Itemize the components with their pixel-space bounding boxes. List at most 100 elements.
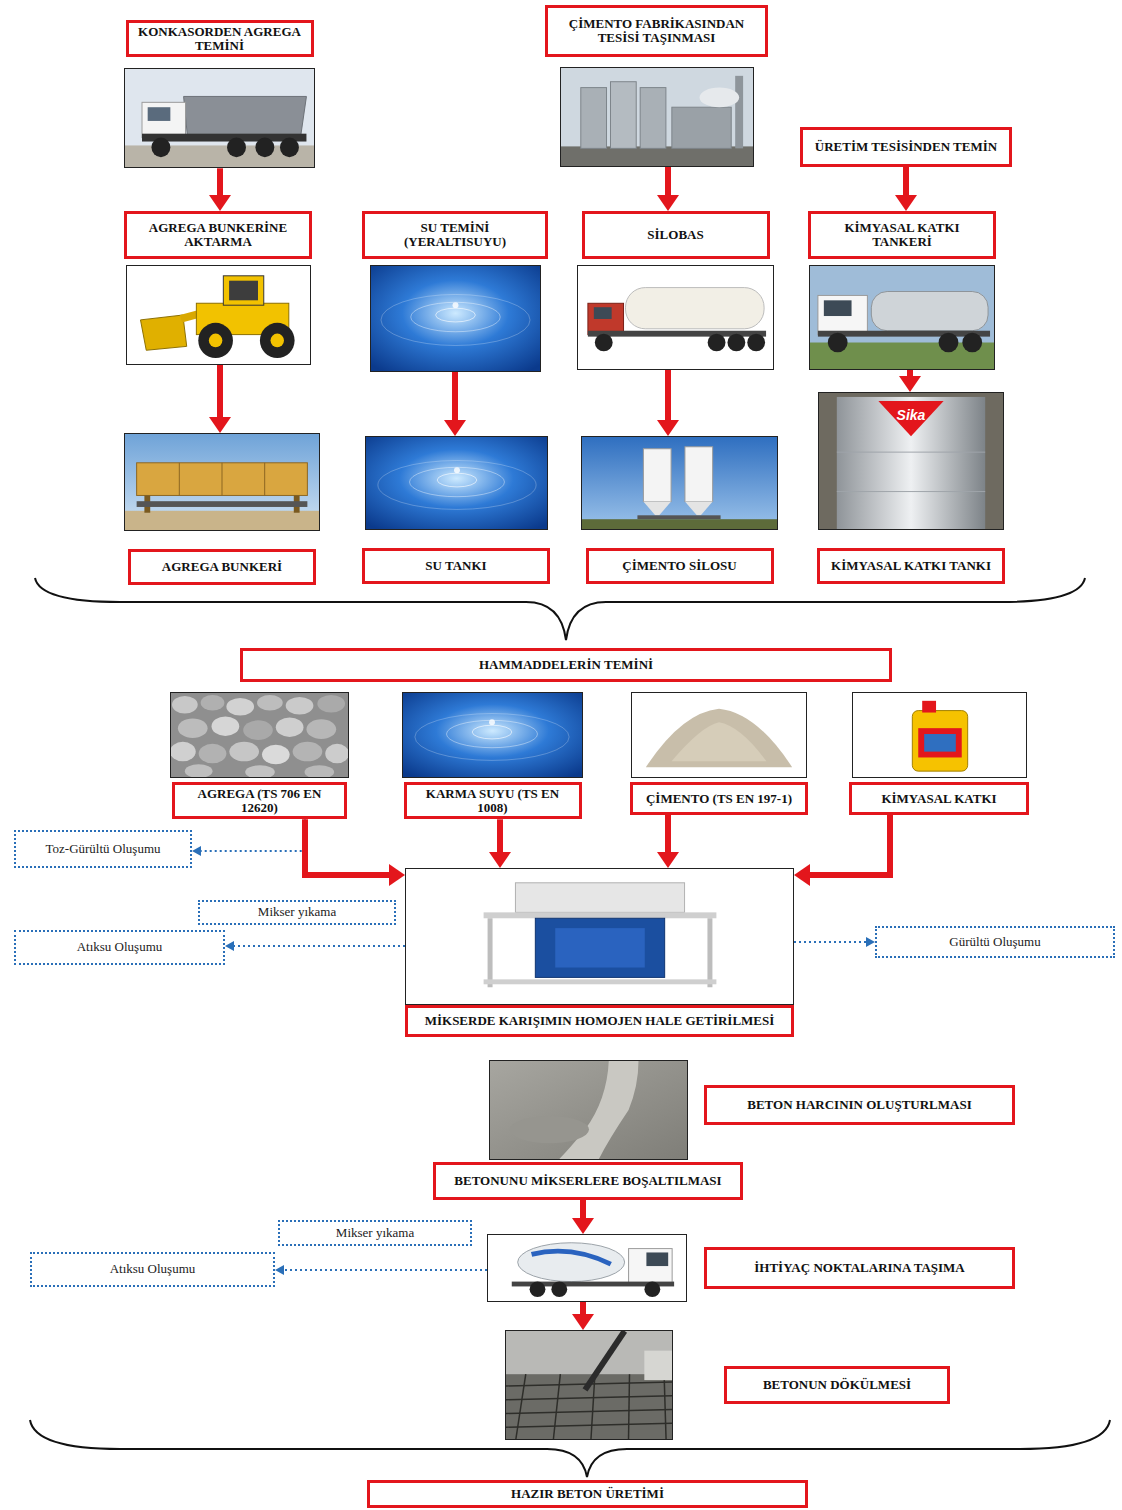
process-step: SİLOBAS bbox=[577, 211, 774, 370]
label-box: BETONUN DÖKÜLMESİ bbox=[724, 1366, 950, 1404]
photo-frame: Sika bbox=[818, 392, 1004, 530]
label-text: KİMYASAL KATKI TANKERİ bbox=[815, 221, 989, 248]
connector-line bbox=[903, 167, 909, 195]
cement-silos-photo bbox=[582, 437, 777, 529]
flow-arrow bbox=[572, 1302, 594, 1330]
process-step: BETONUNU MİKSERLERE BOŞALTILMASI bbox=[433, 1060, 743, 1200]
arrow-head bbox=[657, 195, 679, 211]
cement-factory-photo bbox=[561, 68, 753, 166]
arrow-head bbox=[389, 864, 405, 886]
label-box: BETONUNU MİKSERLERE BOŞALTILMASI bbox=[433, 1162, 743, 1200]
label-text: ÇİMENTO FABRİKASINDAN TESİSİ TAŞINMASI bbox=[552, 17, 761, 44]
flow-arrow bbox=[444, 372, 466, 436]
flow-arrow bbox=[305, 819, 405, 886]
photo-frame bbox=[170, 692, 349, 778]
label-box: KİMYASAL KATKI bbox=[849, 782, 1029, 815]
label-text: Toz-Gürültü Oluşumu bbox=[46, 842, 161, 856]
label-box: ÇİMENTO (TS EN 197-1) bbox=[630, 782, 808, 815]
loader-photo bbox=[127, 266, 310, 364]
mixing-water-photo bbox=[403, 693, 582, 777]
label-text: BETON HARCININ OLUŞTURLMASI bbox=[747, 1098, 971, 1112]
label-box: KİMYASAL KATKI TANKI bbox=[817, 548, 1005, 584]
process-step: SikaKİMYASAL KATKI TANKI bbox=[817, 392, 1005, 584]
connector-line bbox=[580, 1302, 586, 1314]
process-step: SU TEMİNİ (YERALTISUYU) bbox=[362, 211, 548, 372]
photo-frame bbox=[852, 692, 1027, 778]
connector-line bbox=[452, 372, 458, 420]
note-box: Toz-Gürültü Oluşumu bbox=[14, 830, 192, 868]
label-text: ÇİMENTO SİLOSU bbox=[622, 559, 736, 573]
connector-line bbox=[284, 1269, 487, 1271]
arrow-head bbox=[866, 937, 875, 947]
arrow-head bbox=[572, 1314, 594, 1330]
connector-line bbox=[580, 1200, 586, 1218]
label-box: SİLOBAS bbox=[582, 211, 770, 259]
label-text: KARMA SUYU (TS EN 1008) bbox=[411, 787, 575, 814]
label-box: SU TEMİNİ (YERALTISUYU) bbox=[362, 211, 548, 259]
connector-line bbox=[907, 370, 913, 376]
photo-frame bbox=[365, 436, 548, 530]
label-text: ÇİMENTO (TS EN 197-1) bbox=[646, 792, 792, 806]
label-text: KONKASORDEN AGREGA TEMİNİ bbox=[133, 25, 307, 52]
note-box: Gürültü Oluşumu bbox=[875, 926, 1115, 958]
note-box: Atıksu Oluşumu bbox=[30, 1252, 275, 1287]
dotted-arrow bbox=[275, 1265, 487, 1275]
process-step: KİMYASAL KATKI bbox=[849, 692, 1029, 815]
label-text: Atıksu Oluşumu bbox=[110, 1262, 196, 1276]
water-tank-photo bbox=[366, 437, 547, 529]
arrow-head bbox=[657, 420, 679, 436]
photo-frame bbox=[370, 265, 541, 372]
arrow-head bbox=[899, 376, 921, 392]
process-step: İHTİYAÇ NOKTALARINA TAŞIMA bbox=[487, 1234, 1015, 1302]
arrow-head bbox=[225, 941, 234, 951]
process-step: MİKSERDE KARIŞIMIN HOMOJEN HALE GETİRİLM… bbox=[405, 868, 794, 1037]
photo-frame bbox=[405, 868, 794, 1005]
photo-frame bbox=[402, 692, 583, 778]
flow-arrow bbox=[657, 167, 679, 211]
label-text: KİMYASAL KATKI TANKI bbox=[831, 559, 991, 573]
process-step: ÇİMENTO SİLOSU bbox=[581, 436, 778, 584]
art-label: Sika bbox=[897, 407, 926, 423]
process-step: ÇİMENTO (TS EN 197-1) bbox=[630, 692, 808, 815]
process-step: KONKASORDEN AGREGA TEMİNİ bbox=[124, 20, 315, 168]
arrow-head bbox=[275, 1265, 284, 1275]
connector-line bbox=[665, 167, 671, 195]
aggregate-bunker-photo bbox=[125, 434, 319, 530]
process-step: KİMYASAL KATKI TANKERİ bbox=[808, 211, 996, 370]
label-text: Gürültü Oluşumu bbox=[949, 935, 1040, 949]
step-box: BETON HARCININ OLUŞTURLMASI bbox=[704, 1085, 1015, 1125]
note-box: Mikser yıkama bbox=[278, 1220, 472, 1246]
note-box: Atıksu Oluşumu bbox=[14, 930, 225, 965]
flow-arrow bbox=[895, 167, 917, 211]
note-box: Mikser yıkama bbox=[198, 900, 396, 925]
label-box: KARMA SUYU (TS EN 1008) bbox=[404, 782, 582, 819]
arrow-head bbox=[192, 846, 201, 856]
dotted-arrow bbox=[794, 937, 875, 947]
flow-arrow bbox=[899, 370, 921, 392]
flow-arrow bbox=[489, 819, 511, 868]
label-text: HAZIR BETON ÜRETİMİ bbox=[511, 1487, 664, 1501]
concrete-pouring-photo bbox=[506, 1331, 672, 1439]
arrow-head bbox=[489, 852, 511, 868]
label-box: AGREGA BUNKERİ bbox=[128, 549, 316, 585]
flow-arrow bbox=[209, 168, 231, 211]
label-text: BETONUNU MİKSERLERE BOŞALTILMASI bbox=[454, 1174, 721, 1188]
label-box: ÇİMENTO SİLOSU bbox=[586, 548, 774, 584]
process-step: AGREGA BUNKERİ bbox=[124, 433, 320, 585]
label-text: SU TEMİNİ (YERALTISUYU) bbox=[369, 221, 541, 248]
connector-line bbox=[305, 819, 389, 875]
connector-line bbox=[665, 815, 671, 852]
photo-frame bbox=[505, 1330, 673, 1440]
cement-powder-photo bbox=[632, 693, 806, 777]
fresh-concrete-photo bbox=[490, 1061, 687, 1159]
step-box: HAZIR BETON ÜRETİMİ bbox=[367, 1480, 808, 1508]
label-box: SU TANKI bbox=[362, 548, 550, 584]
flow-arrow bbox=[209, 365, 231, 433]
truck-mixer-photo bbox=[488, 1235, 686, 1301]
photo-frame bbox=[809, 265, 995, 370]
connector-line bbox=[665, 370, 671, 420]
photo-frame bbox=[631, 692, 807, 778]
process-step: BETONUN DÖKÜLMESİ bbox=[505, 1330, 950, 1440]
